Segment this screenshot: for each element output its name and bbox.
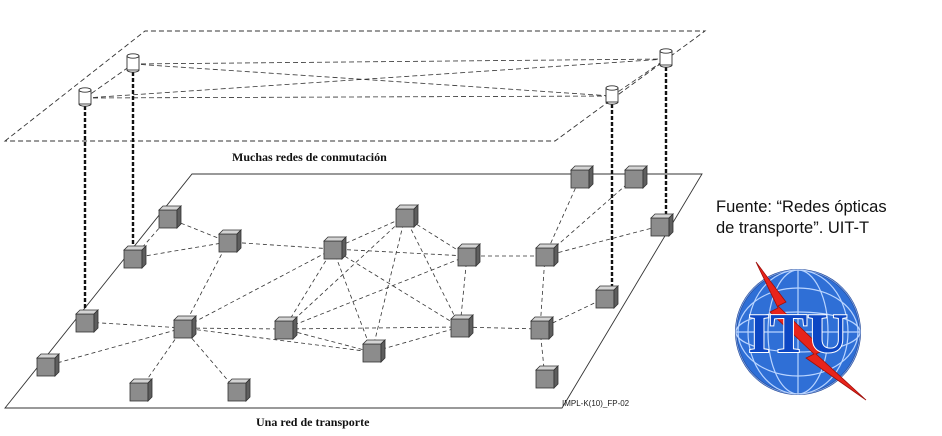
network-node xyxy=(173,315,197,339)
network-node xyxy=(362,339,386,363)
figure-code: IMPL-K(10)_FP-02 xyxy=(562,399,630,408)
upper-plane-link xyxy=(84,63,134,99)
transport-link xyxy=(404,216,461,328)
network-node xyxy=(595,285,619,309)
network-layers-diagram: Muchas redes de conmutación Una red de t… xyxy=(3,30,707,429)
network-node xyxy=(530,316,554,340)
switching-node xyxy=(605,85,619,105)
transport-link xyxy=(283,255,468,330)
network-node xyxy=(36,353,60,377)
upper-plane-link xyxy=(84,95,613,99)
transport-links xyxy=(45,177,661,392)
transport-link xyxy=(371,326,461,353)
transport-link xyxy=(182,327,373,353)
upper-plane-label: Muchas redes de conmutación xyxy=(232,150,387,164)
network-node xyxy=(395,204,419,228)
network-node xyxy=(570,165,594,189)
upper-plane-link xyxy=(611,58,667,97)
transport-link xyxy=(332,248,468,257)
transport-link xyxy=(539,255,546,330)
lower-plane-label: Una red de transporte xyxy=(256,415,370,429)
network-node xyxy=(535,365,559,389)
network-node xyxy=(535,243,559,267)
transport-link xyxy=(544,177,581,257)
transport-link xyxy=(283,216,406,330)
network-node xyxy=(274,316,298,340)
network-node xyxy=(450,314,474,338)
transport-link xyxy=(404,216,468,257)
transport-link xyxy=(182,327,285,330)
upper-plane-link xyxy=(132,58,667,65)
transport-link xyxy=(283,248,334,330)
network-node xyxy=(129,378,153,402)
upper-plane xyxy=(3,30,707,142)
transport-link xyxy=(283,328,373,353)
source-note-line1: Fuente: “Redes ópticas xyxy=(716,198,887,216)
network-node xyxy=(158,205,182,229)
network-node xyxy=(323,236,347,260)
network-node xyxy=(75,309,99,333)
itu-logo: ITU xyxy=(735,261,867,401)
source-note: Fuente: “Redes ópticas de transporte”. U… xyxy=(716,197,940,239)
transport-link xyxy=(84,321,184,329)
source-note-line2: de transporte”. UIT-T xyxy=(716,219,870,237)
transport-link xyxy=(332,248,373,353)
switching-node xyxy=(78,87,92,107)
network-node xyxy=(624,165,648,189)
switching-node xyxy=(126,53,140,73)
transport-link xyxy=(227,241,334,250)
network-node xyxy=(123,245,147,269)
transport-link xyxy=(283,326,461,330)
upper-plane-link xyxy=(132,63,613,97)
transport-link xyxy=(332,248,461,328)
upper-plane-link xyxy=(84,58,667,99)
transport-link xyxy=(45,327,184,367)
transport-link xyxy=(539,297,606,330)
network-node xyxy=(227,378,251,402)
transport-link xyxy=(132,241,229,259)
itu-logo-text: ITU xyxy=(748,303,848,365)
transport-link xyxy=(544,177,635,257)
network-node xyxy=(457,243,481,267)
inter-layer-links xyxy=(83,67,668,316)
transport-link xyxy=(371,216,406,353)
transport-link xyxy=(182,241,229,329)
network-node xyxy=(218,229,242,253)
transport-link xyxy=(332,216,406,250)
transport-link xyxy=(182,248,334,329)
switching-node xyxy=(659,48,673,68)
transport-link xyxy=(544,225,661,257)
network-node xyxy=(650,213,674,237)
